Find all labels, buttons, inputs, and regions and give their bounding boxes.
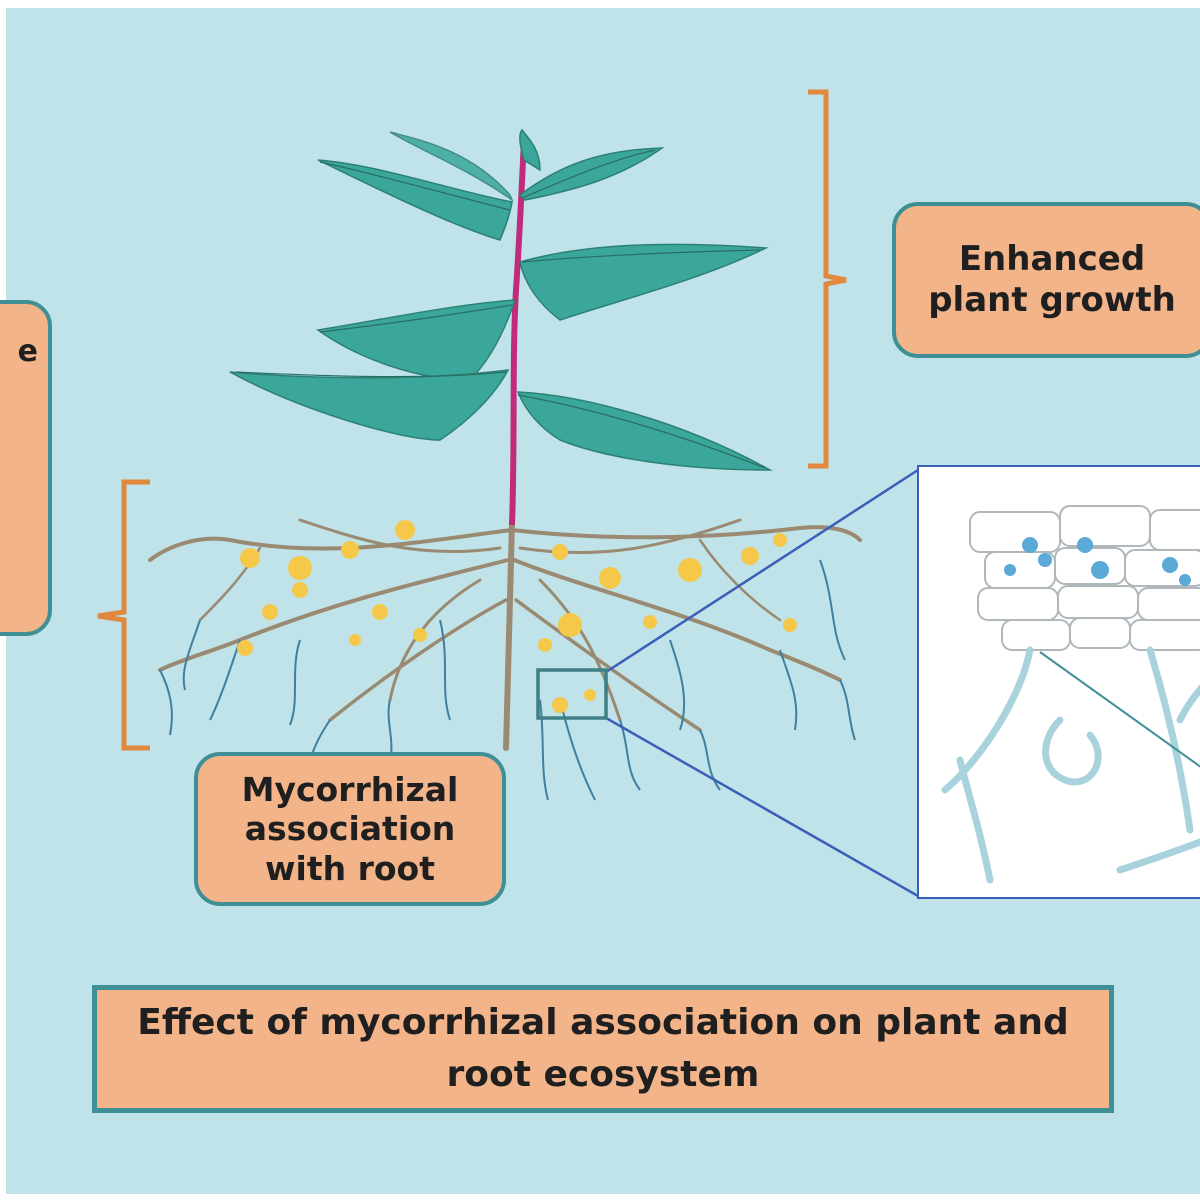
lower-bracket xyxy=(97,479,150,751)
zoom-line-upper xyxy=(605,468,919,674)
zoom-detail-line xyxy=(1039,651,1200,768)
mycorrhizal-root-label: Mycorrhizal association with root xyxy=(194,752,506,906)
left-cropped-text: e xyxy=(17,334,38,369)
leaf-veins xyxy=(235,149,766,469)
left-cropped-label: e xyxy=(0,300,52,636)
zoom-region xyxy=(536,668,608,720)
caption-text: Effect of mycorrhizal association on pla… xyxy=(137,1001,1069,1095)
zoom-hyphae xyxy=(941,646,1200,884)
mycorrhizal-root-text: Mycorrhizal association with root xyxy=(241,769,459,888)
root-cells-icon xyxy=(969,505,1200,651)
hyphae-network xyxy=(159,559,856,801)
caption-banner: Effect of mycorrhizal association on pla… xyxy=(92,985,1114,1113)
enhanced-growth-text: Enhanced plant growth xyxy=(928,239,1176,320)
enhanced-growth-label: Enhanced plant growth xyxy=(892,202,1200,358)
arbuscules xyxy=(1004,537,1191,586)
zoom-line-lower xyxy=(605,716,919,898)
upper-bracket xyxy=(808,89,847,469)
plant-stem xyxy=(509,139,527,526)
plant-illustration-icon xyxy=(229,128,773,471)
fungal-clusters xyxy=(237,520,797,713)
